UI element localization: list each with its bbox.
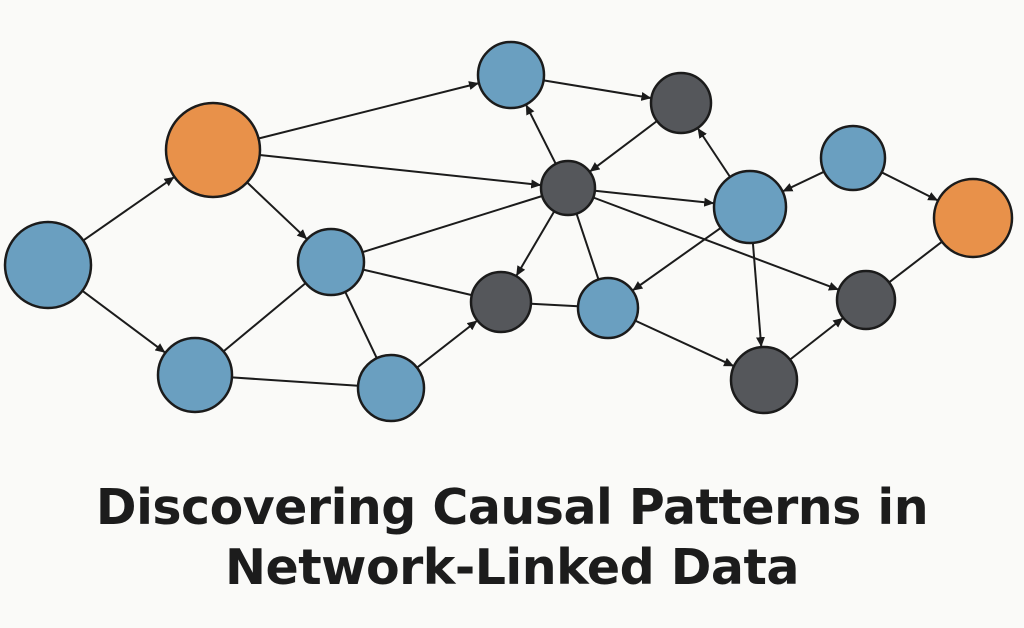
node-n4-blue: [156, 336, 234, 414]
node-n5-blue: [356, 353, 426, 423]
arrow-n11-n10: [631, 227, 722, 292]
node-n12-blue: [819, 124, 887, 192]
arrow-n7-n8: [588, 120, 658, 173]
arrow-n8-n6: [525, 104, 557, 165]
node-n15-orange: [932, 177, 1014, 259]
node-n13-dark: [729, 345, 799, 415]
node-n10-blue: [576, 276, 640, 340]
arrow-n2-n8: [259, 154, 542, 189]
node-n14-dark: [835, 269, 897, 331]
causal-network-graph: [3, 40, 1014, 423]
edge-n8-n10: [575, 213, 600, 280]
edges-layer: [81, 79, 943, 387]
arrow-n8-n11: [594, 189, 715, 207]
edge-n3-n9: [362, 268, 473, 297]
nodes-layer: [3, 40, 1014, 423]
title-line-2: Network-Linked Data: [225, 539, 799, 596]
edge-n3-n4: [222, 282, 307, 353]
arrow-n12-n11: [782, 170, 825, 193]
arrow-n2-n6: [258, 81, 480, 140]
node-n2-orange: [164, 101, 262, 199]
arrow-n13-n14: [789, 317, 844, 361]
arrow-n1-n2: [82, 176, 175, 242]
arrow-n12-n15: [881, 171, 939, 202]
arrow-n1-n4: [81, 289, 166, 354]
node-n6-blue: [476, 40, 546, 110]
node-n3-blue: [296, 227, 366, 297]
arrow-n5-n9: [416, 319, 479, 369]
arrow-n10-n13: [634, 319, 735, 368]
node-n8-dark: [539, 159, 597, 217]
node-n7-dark: [649, 71, 713, 135]
arrow-n11-n13: [751, 242, 765, 348]
title-line-1: Discovering Causal Patterns in: [95, 479, 929, 536]
arrow-n8-n14: [592, 196, 840, 291]
arrow-n6-n7: [543, 79, 652, 101]
edge-n3-n8: [362, 195, 543, 254]
edge-n15-n14: [888, 240, 943, 284]
node-n11-blue: [712, 169, 788, 245]
edge-n4-n5: [231, 376, 359, 387]
arrow-n8-n9: [515, 210, 556, 277]
diagram-title: Discovering Causal Patterns in Network-L…: [0, 478, 1024, 598]
node-n9-dark: [469, 270, 533, 334]
edge-n9-n10: [530, 302, 579, 308]
arrow-n2-n3: [246, 181, 308, 241]
node-n1-blue: [3, 220, 93, 310]
edge-n3-n5: [344, 291, 378, 359]
arrow-n11-n7: [696, 127, 731, 178]
